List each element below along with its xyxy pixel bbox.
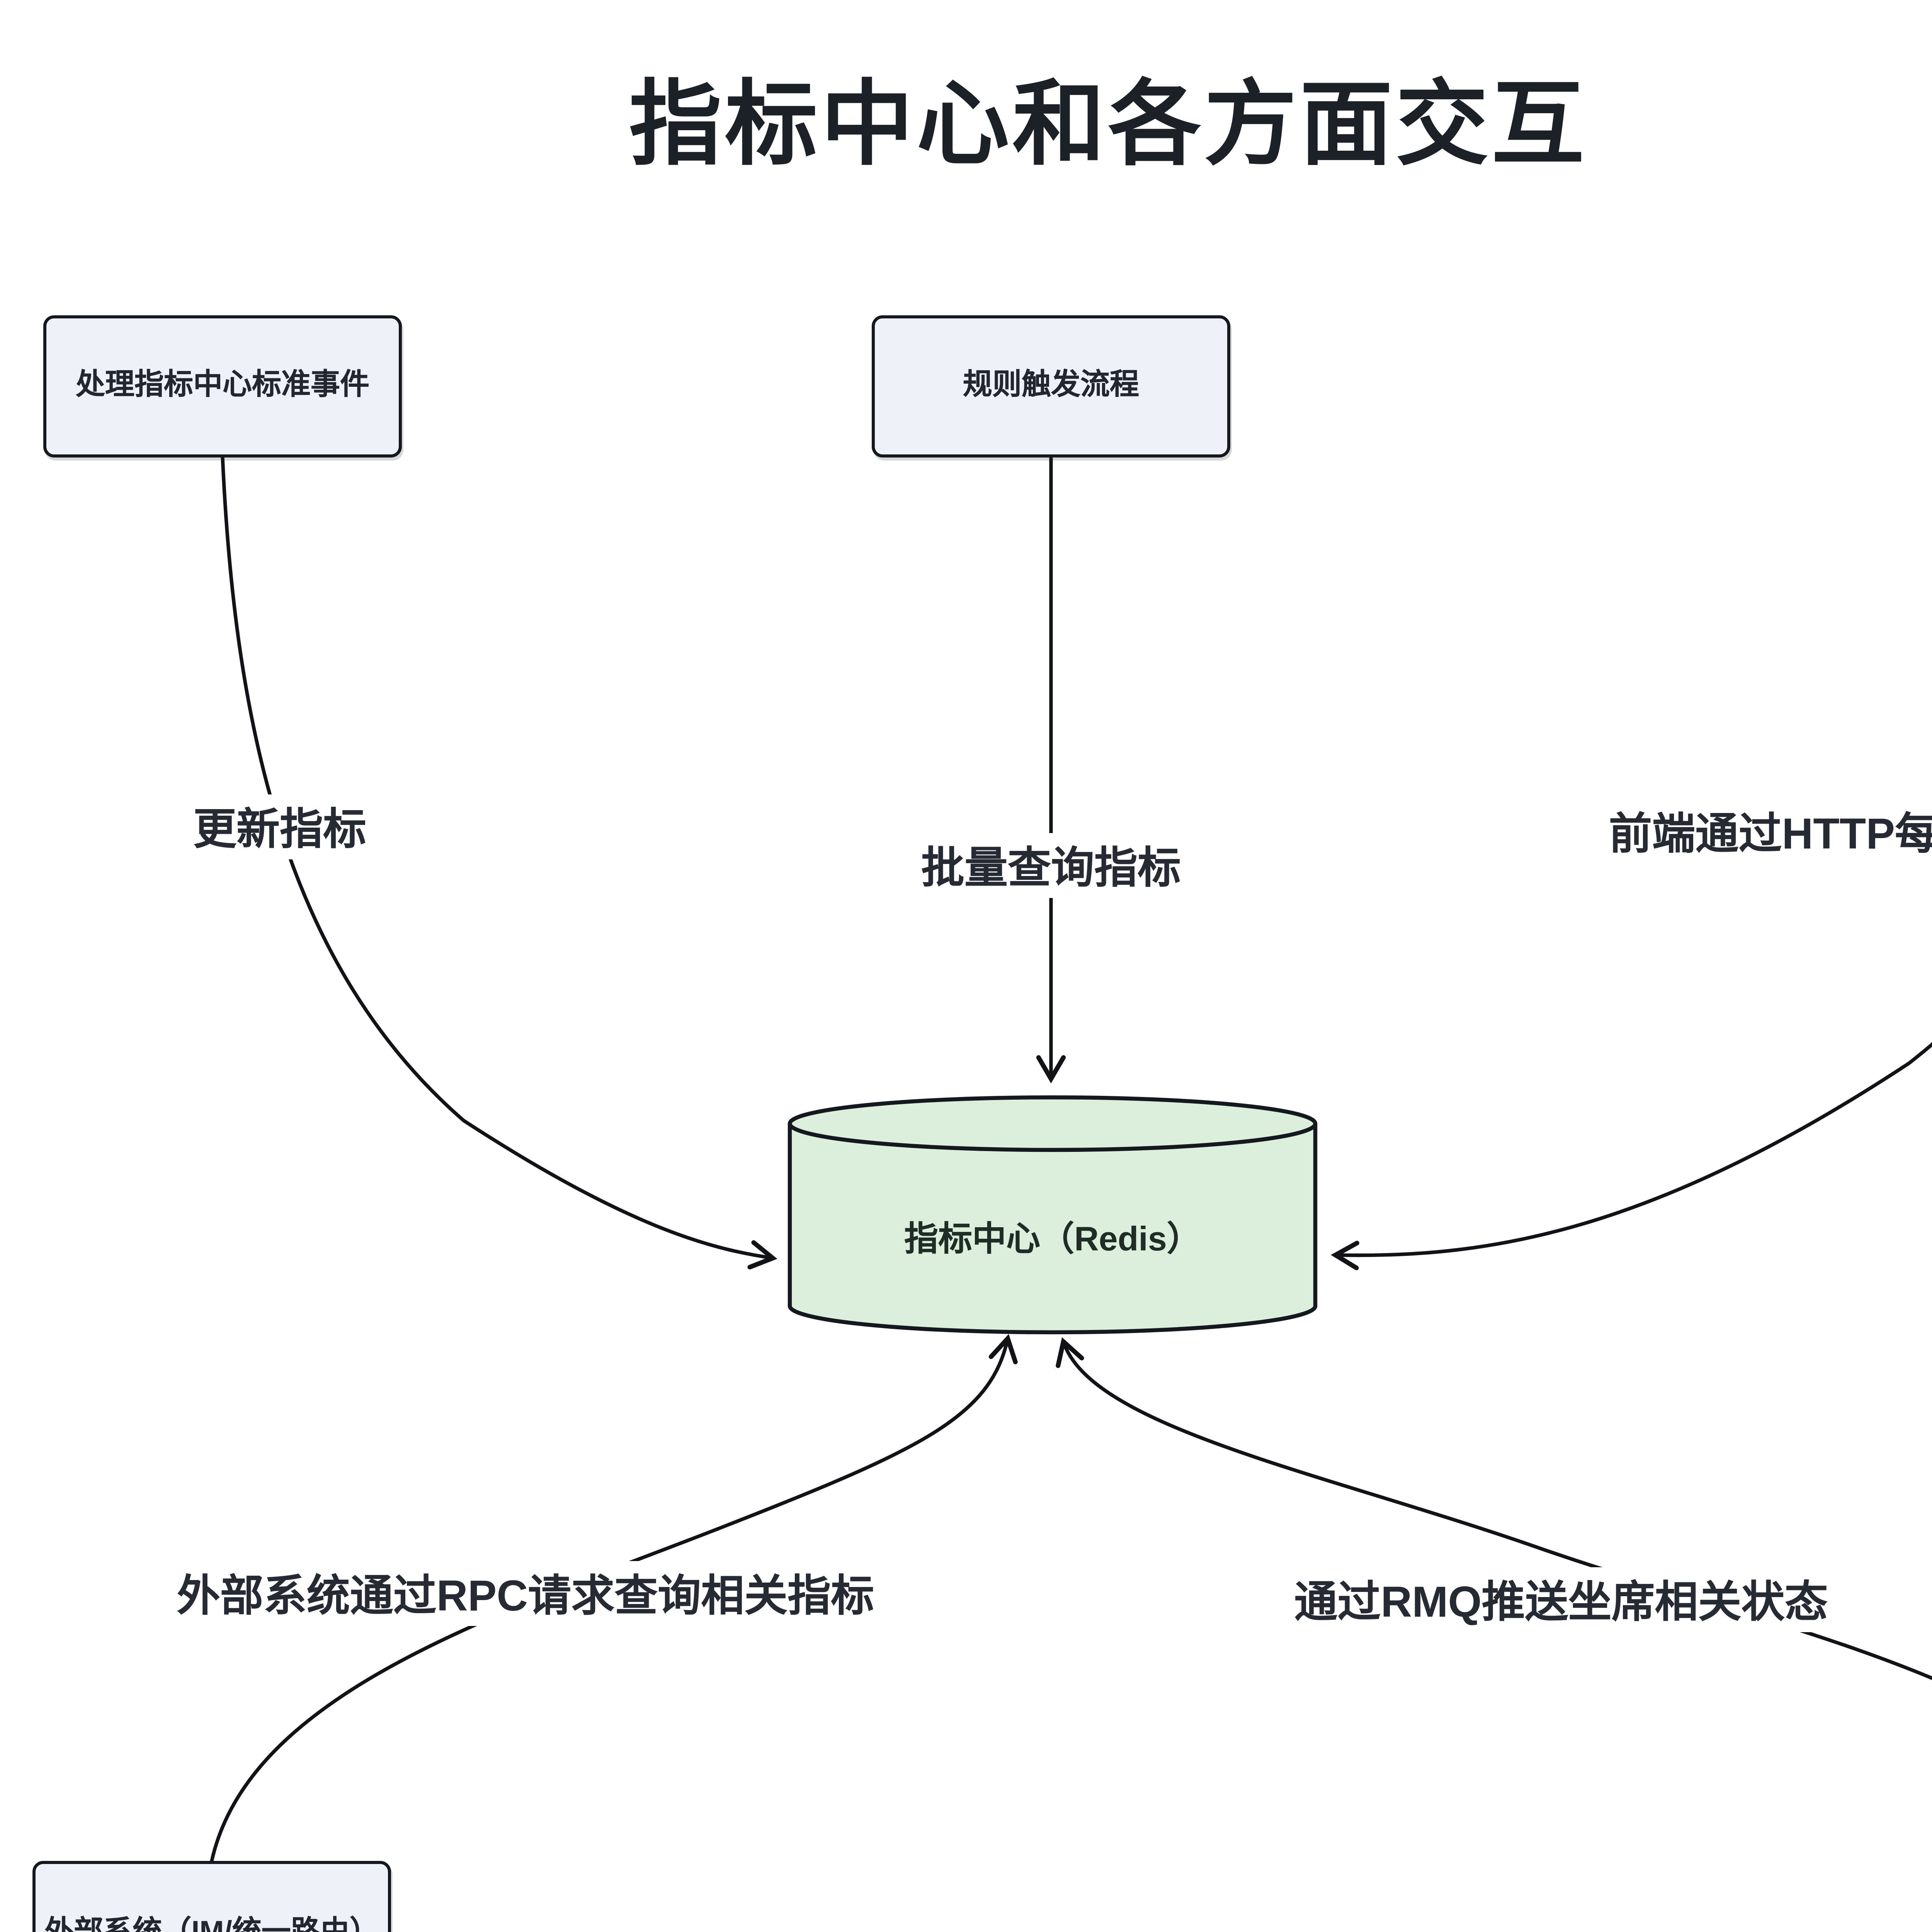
- edge-label-rmq-push: 通过RMQ推送坐席相关状态: [1288, 1567, 1834, 1632]
- edge-update-metrics: [221, 456, 777, 1270]
- edge-label-update-metrics: 更新指标: [187, 794, 373, 859]
- edge-rpc-query: [210, 1334, 1018, 1863]
- edge-label-batch-query: 批量查询指标: [915, 833, 1187, 898]
- diagram-title: 指标中心和各方面交互: [629, 73, 1587, 176]
- node-external-system: 外部系统（IM/统一路由）: [32, 1861, 391, 1932]
- node-external-system-label: 外部系统（IM/统一路由）: [44, 1916, 379, 1932]
- node-metric-center-label: 指标中心（Redis）: [904, 1219, 1201, 1258]
- edge-label-rpc-query: 外部系统通过RPC请求查询相关指标: [170, 1561, 881, 1626]
- node-rule-trigger: 规则触发流程: [872, 315, 1230, 457]
- edge-http-poll: [1331, 1042, 1932, 1270]
- metric-center-cylinder: [787, 1095, 1318, 1335]
- node-rule-trigger-label: 规则触发流程: [963, 369, 1139, 402]
- node-event-handler-label: 处理指标中心标准事件: [75, 369, 369, 402]
- node-event-handler: 处理指标中心标准事件: [43, 315, 402, 457]
- edge-label-http-poll: 前端通过HTTP每5s查询一次指标实时数据: [1605, 801, 1932, 862]
- edge-rmq-push: [1056, 1337, 1932, 1680]
